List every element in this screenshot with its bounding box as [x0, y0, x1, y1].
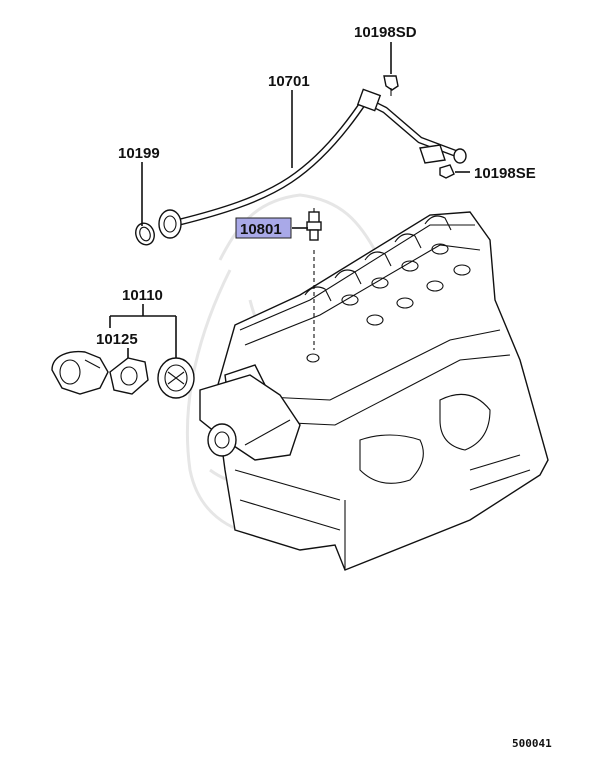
label-10198se[interactable]: 10198SE: [474, 165, 536, 182]
label-10701[interactable]: 10701: [268, 73, 310, 90]
sensor-10801: [306, 208, 322, 350]
highlight-box-10801: [235, 217, 292, 239]
bolt-10198se: [439, 164, 455, 179]
thermostat-cover: [51, 350, 109, 395]
bolt-10198sd: [383, 75, 399, 96]
part-labels: 10198SD 10701 10199 10198SE 10801 10110 …: [96, 24, 552, 750]
o-ring-10199: [135, 222, 155, 246]
water-pipe-10701: [158, 88, 467, 239]
footer-code: 500041: [512, 737, 552, 750]
leader-lines: [109, 42, 470, 358]
label-10199[interactable]: 10199: [118, 145, 160, 162]
label-10125[interactable]: 10125: [96, 331, 138, 348]
label-10110[interactable]: 10110: [122, 287, 163, 304]
label-10801[interactable]: 10801: [240, 221, 282, 238]
label-10198sd[interactable]: 10198SD: [354, 24, 417, 41]
engine-block: [199, 211, 549, 571]
thermostat-10110: [157, 357, 195, 399]
gasket-10125: [109, 357, 149, 395]
